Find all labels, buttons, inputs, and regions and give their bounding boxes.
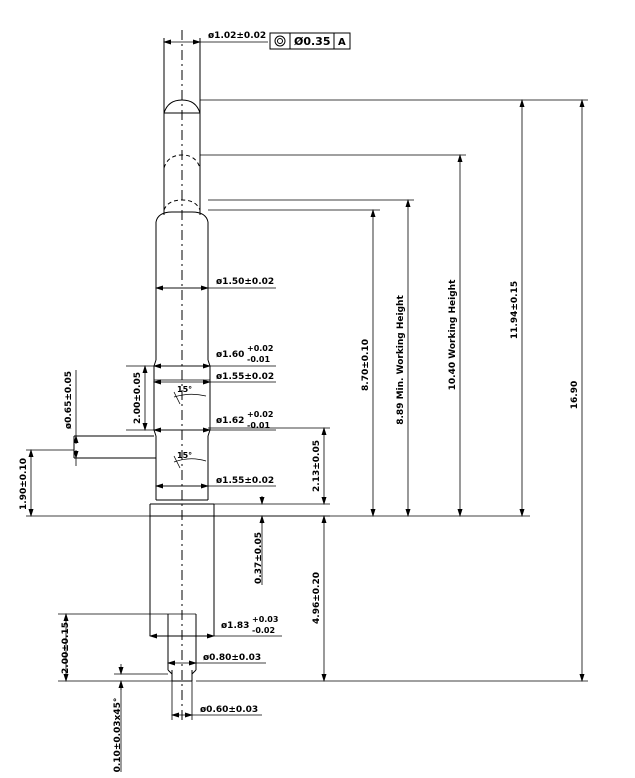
tolerance-value: Ø0.35 <box>294 35 331 48</box>
dia-1-55-upper-label: ø1.55±0.02 <box>216 372 274 382</box>
barrel-diameter-label: ø1.50±0.02 <box>216 277 274 287</box>
dia-1-62-label: ø1.62 +0.02 -0.01 <box>216 410 273 430</box>
height-8-70-label: 8.70±0.10 <box>361 339 371 391</box>
len-2-00-lower-label: 2.00±0.15 <box>61 622 71 674</box>
len-2-13-label: 2.13±0.05 <box>312 440 322 492</box>
svg-text:+0.02: +0.02 <box>247 410 273 419</box>
top-diameter-label: ø1.02±0.02 <box>208 31 266 41</box>
len-4-96-label: 4.96±0.20 <box>312 572 322 624</box>
groove-length-label: 2.00±0.05 <box>133 372 143 424</box>
working-height-10-40-label: 10.40 Working Height <box>448 279 458 390</box>
height-11-94-label: 11.94±0.15 <box>510 281 520 339</box>
dia-1-60-label: ø1.60 +0.02 -0.01 <box>216 344 273 364</box>
side-pin <box>73 435 156 459</box>
svg-text:ø1.83: ø1.83 <box>221 621 249 631</box>
working-height-8-89-label: 8.89 Min. Working Height <box>396 295 406 425</box>
angle-upper-label: 15° <box>177 385 192 394</box>
dia-1-55-lower-label: ø1.55±0.02 <box>216 476 274 486</box>
dia-1-83-label: ø1.83 +0.03 -0.02 <box>221 615 278 635</box>
svg-text:+0.03: +0.03 <box>252 615 278 624</box>
len-0-37-label: 0.37±0.05 <box>254 532 264 584</box>
side-pin-diameter-label: ø0.65±0.05 <box>64 371 74 429</box>
svg-text:-0.02: -0.02 <box>252 626 275 635</box>
angle-lower-label: 15° <box>177 451 192 460</box>
overall-length-label: 16.90 <box>570 381 580 409</box>
svg-text:-0.01: -0.01 <box>247 421 270 430</box>
concentricity-icon <box>274 35 286 47</box>
chamfer-label: 0.10±0.03x45° <box>113 698 123 773</box>
svg-text:ø1.62: ø1.62 <box>216 416 244 426</box>
svg-text:-0.01: -0.01 <box>247 355 270 364</box>
dia-0-80-label: ø0.80±0.03 <box>203 653 261 663</box>
dia-0-60-label: ø0.60±0.03 <box>200 705 258 715</box>
extension-lines <box>196 99 588 682</box>
len-1-90-label: 1.90±0.10 <box>19 458 29 510</box>
tolerance-frame: Ø0.35 A <box>269 32 351 50</box>
svg-text:ø1.60: ø1.60 <box>216 350 244 360</box>
svg-text:+0.02: +0.02 <box>247 344 273 353</box>
tolerance-datum: A <box>338 37 346 48</box>
